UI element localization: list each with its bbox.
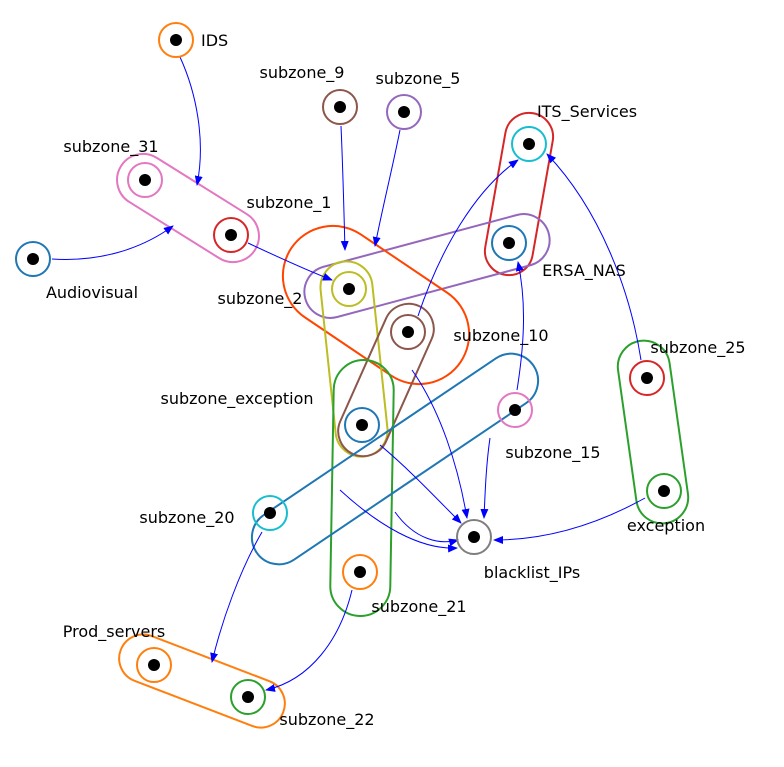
node-subzone_2-dot	[343, 283, 355, 295]
node-blacklist_ips-dot	[468, 531, 480, 543]
node-subzone_5-dot	[398, 106, 410, 118]
node-ersa_nas-ring	[491, 225, 527, 261]
edge-ids-to-subzone_31	[179, 56, 203, 186]
node-subzone_1-dot	[225, 229, 237, 241]
node-audiovisual-dot	[27, 253, 39, 265]
node-subzone_exception-dot	[356, 419, 368, 431]
node-subzone_22-ring	[230, 679, 266, 715]
node-subzone_20-label: subzone_20	[139, 508, 234, 528]
labels-layer: IDS subzone_9 subzone_5ITS_Servicessubzone…	[46, 31, 746, 730]
edge-subzone_exception-to-blacklist_ips	[394, 511, 459, 547]
edge-subzone_15-to-blacklist_ips	[480, 437, 491, 519]
node-subzone_22-label: subzone_22	[279, 710, 374, 730]
node-subzone_20-dot	[264, 507, 276, 519]
node-prod_servers-ring	[136, 647, 172, 683]
node-ersa_nas-dot	[503, 237, 515, 249]
node-subzone_exception-ring	[344, 407, 380, 443]
node-prod_servers-label: Prod_servers	[63, 622, 166, 642]
node-exception-dot	[658, 485, 670, 497]
edge-subzone_9-to-subzone_2	[340, 125, 349, 251]
node-blacklist_ips-label: blacklist_IPs	[484, 563, 580, 583]
node-prod_servers-dot	[148, 659, 160, 671]
edge-subzone_15-to-ersa_nas	[515, 261, 524, 391]
node-subzone_31-dot	[139, 174, 151, 186]
edges-layer	[51, 56, 646, 692]
node-subzone_2-ring	[331, 271, 367, 307]
edge-subzone_1-to-subzone_2	[247, 242, 333, 281]
node-its_services-ring	[511, 126, 547, 162]
edge-subzone_10-to-its_services	[417, 159, 519, 317]
edge-subzone_exception-to-blacklist_ips	[379, 444, 462, 524]
node-audiovisual-label: Audiovisual	[46, 283, 138, 302]
node-subzone_1-label: subzone_1	[247, 193, 332, 213]
node-subzone_exception-label: subzone_exception	[161, 389, 314, 409]
node-ids-dot	[170, 34, 182, 46]
group-its_services-ersa_nas	[483, 111, 555, 277]
node-its_services-dot	[523, 138, 535, 150]
edge-subzone_20-to-blacklist_ips	[339, 489, 458, 553]
edge-subzone_10-to-blacklist_ips	[411, 369, 470, 519]
edge-subzone_5-to-subzone_2	[372, 129, 401, 247]
node-its_services-label: ITS_Services	[537, 102, 637, 122]
edge-subzone_21-to-subzone_22	[265, 589, 353, 692]
group-subzone_2-ersa_nas	[303, 213, 551, 319]
node-subzone_5-ring	[386, 94, 422, 130]
node-subzone_2-label: subzone_2	[218, 289, 303, 309]
node-subzone_15-ring	[497, 392, 533, 428]
node-subzone_10-dot	[402, 326, 414, 338]
node-subzone_9-dot	[334, 101, 346, 113]
node-subzone_10-label: subzone_10	[453, 326, 548, 346]
node-subzone_22-dot	[242, 691, 254, 703]
group-subzone_31-subzone_1	[116, 152, 260, 264]
node-subzone_21-dot	[354, 566, 366, 578]
edge-subzone_25-to-its_services	[546, 153, 642, 361]
node-subzone_15-label: subzone_15	[505, 443, 600, 463]
node-subzone_21-label: subzone_21	[371, 597, 466, 617]
group-subzone_exception-subzone_21	[329, 359, 395, 617]
node-subzone_31-label: subzone_31	[63, 137, 158, 157]
node-subzone_15-dot	[509, 404, 521, 416]
node-exception-label: exception	[627, 516, 705, 535]
node-ersa_nas-label: ERSA_NAS	[542, 261, 626, 281]
node-subzone_9-label: subzone_9	[260, 63, 345, 83]
node-blacklist_ips-ring	[456, 519, 492, 555]
node-subzone_25-ring	[629, 360, 665, 396]
node-subzone_5-label: subzone_5	[376, 69, 461, 89]
group-subzone_2-subzone_10	[281, 224, 471, 386]
node-exception-ring	[646, 473, 682, 509]
node-subzone_20-ring	[252, 495, 288, 531]
node-ids-ring	[158, 22, 194, 58]
node-subzone_9-ring	[322, 89, 358, 125]
groups-layer	[116, 111, 690, 729]
group-prod_servers-subzone_22	[118, 633, 286, 729]
nodes-layer	[15, 22, 682, 715]
group-subzone_25-exception	[616, 339, 690, 525]
node-subzone_1-ring	[213, 217, 249, 253]
edge-audiovisual-to-subzone_31	[51, 225, 174, 260]
group-subzone_20-subzone_15	[250, 352, 540, 566]
edge-subzone_20-to-prod_servers	[210, 531, 263, 663]
node-subzone_21-ring	[342, 554, 378, 590]
node-subzone_25-label: subzone_25	[650, 338, 745, 358]
node-subzone_25-dot	[641, 372, 653, 384]
edge-exception-to-blacklist_ips	[493, 497, 646, 544]
node-subzone_31-ring	[127, 162, 163, 198]
node-audiovisual-ring	[15, 241, 51, 277]
node-ids-label: IDS	[201, 31, 228, 50]
node-subzone_10-ring	[390, 314, 426, 350]
